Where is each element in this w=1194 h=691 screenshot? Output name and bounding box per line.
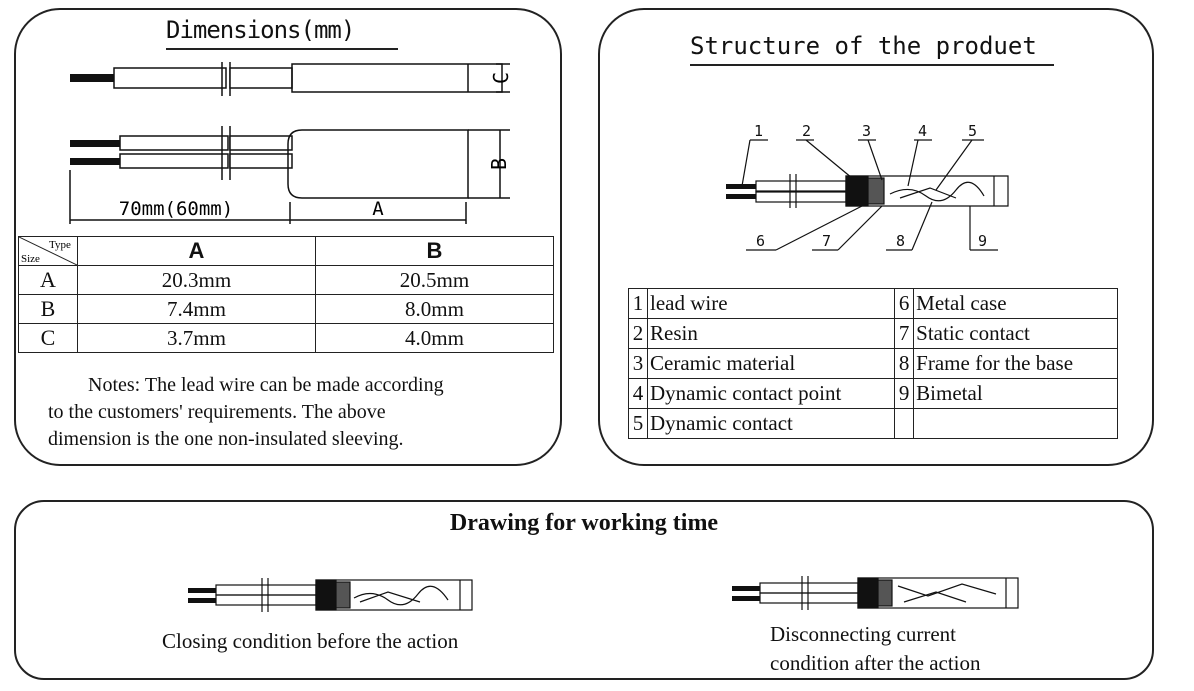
part-name: Bimetal [913,378,1118,409]
type-size-corner: Type Size [18,236,78,266]
part-number: 3 [628,348,648,379]
cell-value: 20.3mm [77,265,316,295]
part-number [894,408,915,439]
notes-text: Notes: The lead wire can be made accordi… [48,372,558,453]
length-label: 70mm(60mm) [119,198,233,220]
caption-open-line: Disconnecting current [770,622,957,646]
part-name: Dynamic contact [646,408,896,439]
table-row: A 20.3mm 20.5mm [18,265,554,295]
dimensions-table: Type Size A B A 20.3mm 20.5mm B 7.4mm 8.… [18,236,554,353]
sensor-double-wire [69,126,510,224]
callout-2: 2 [802,122,811,140]
callout-7: 7 [822,232,831,250]
notes-line: dimension is the one non-insulated sleev… [48,428,404,450]
structure-cross-section: 1 2 3 4 5 6 7 8 9 [726,122,1009,251]
part-name: lead wire [646,288,896,319]
column-header-b: B [315,236,554,266]
part-name: Dynamic contact point [646,378,896,409]
part-number: 5 [628,408,648,439]
svg-text:Type: Type [49,239,71,251]
part-number: 4 [628,378,648,409]
part-number: 2 [628,318,648,349]
cell-value: 7.4mm [77,294,316,324]
working-time-panel: Drawing for working time [14,500,1154,680]
sensor-open-condition [732,576,1019,610]
table-row: 5 Dynamic contact [628,408,1118,439]
callout-3: 3 [862,122,871,140]
cell-value: 4.0mm [315,323,554,353]
table-row: 4 Dynamic contact point 9 Bimetal [628,378,1118,409]
cell-value: 3.7mm [77,323,316,353]
part-name: Static contact [913,318,1118,349]
table-row: 1 lead wire 6 Metal case [628,288,1118,319]
working-time-title: Drawing for working time [449,510,719,536]
dimensions-title: Dimensions(mm) [166,16,355,44]
part-number: 8 [894,348,915,379]
dimension-drawing: C B 70mm(60mm) A [69,62,513,224]
notes-line: Notes: The lead wire can be made accordi… [88,374,444,396]
dim-a-label: A [372,198,384,220]
row-label: A [18,265,78,295]
callout-1: 1 [754,122,763,140]
callout-5: 5 [968,122,977,140]
structure-panel: Structure of the produet [598,8,1154,466]
part-number: 9 [894,378,915,409]
parts-table: 1 lead wire 6 Metal case 2 Resin 7 Stati… [628,288,1118,439]
caption-open-line: condition after the action [770,651,981,675]
part-name [913,408,1118,439]
cell-value: 20.5mm [315,265,554,295]
table-header-row: Type Size A B [18,236,554,266]
part-name: Metal case [913,288,1118,319]
title-underline [166,48,398,50]
sensor-single-wire [70,62,510,96]
part-number: 1 [628,288,648,319]
callout-8: 8 [896,232,905,250]
part-name: Resin [646,318,896,349]
table-row: 3 Ceramic material 8 Frame for the base [628,348,1118,379]
cell-value: 8.0mm [315,294,554,324]
table-row: B 7.4mm 8.0mm [18,294,554,324]
caption-open: Disconnecting current condition after th… [770,620,981,678]
column-header-a: A [77,236,316,266]
working-drawings [188,576,1019,612]
svg-text:Size: Size [21,253,40,265]
dim-b-label: B [487,158,511,170]
table-row: C 3.7mm 4.0mm [18,323,554,353]
structure-title: Structure of the produet [690,32,1037,60]
title-underline [690,64,1054,66]
dim-c-label: C [489,72,513,84]
part-number: 7 [894,318,915,349]
row-label: B [18,294,78,324]
dimensions-panel: Dimensions(mm) C [14,8,562,466]
table-row: 2 Resin 7 Static contact [628,318,1118,349]
caption-closed: Closing condition before the action [162,629,459,653]
callout-4: 4 [918,122,927,140]
callout-6: 6 [756,232,765,250]
notes-line: to the customers' requirements. The abov… [48,401,386,423]
part-number: 6 [894,288,915,319]
part-name: Frame for the base [913,348,1118,379]
corner-diagonal: Type Size [19,237,77,265]
row-label: C [18,323,78,353]
sensor-closed-condition [188,578,473,612]
callout-9: 9 [978,232,987,250]
part-name: Ceramic material [646,348,896,379]
